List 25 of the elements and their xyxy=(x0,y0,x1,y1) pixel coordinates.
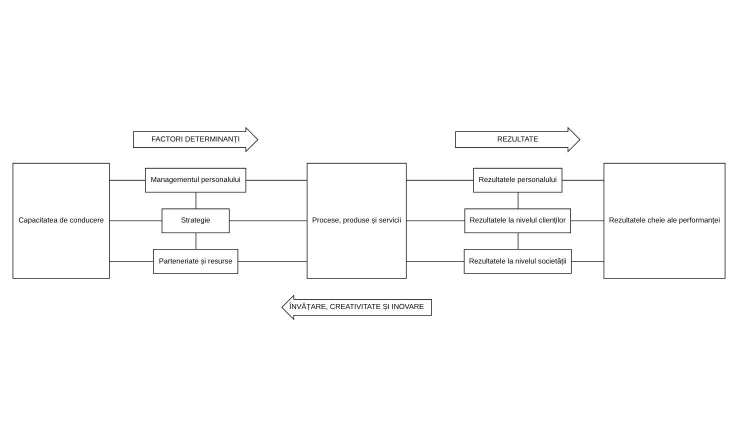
connector xyxy=(195,192,196,208)
connector xyxy=(406,260,464,262)
node-box: Strategie xyxy=(161,208,230,233)
node-box: Managementul personalului xyxy=(144,167,246,192)
connector xyxy=(237,260,307,262)
node-box: Parteneriate și resurse xyxy=(152,248,238,274)
node-box: Rezultatele personalului xyxy=(472,167,562,192)
node-box: Rezultatele la nivelul clienților xyxy=(464,208,570,233)
connector xyxy=(570,260,604,262)
node-box: Capacitatea de conducere xyxy=(12,162,110,278)
connector xyxy=(108,260,154,262)
connector xyxy=(517,232,518,250)
connector xyxy=(108,220,162,221)
node-box: Procese, produse și servicii xyxy=(306,162,406,278)
connector xyxy=(570,220,604,221)
connector xyxy=(108,179,146,180)
connector xyxy=(406,179,474,180)
connector xyxy=(245,179,307,180)
node-box: Rezultatele cheie ale performanței xyxy=(603,162,725,278)
node-box: Rezultatele la nivelul societății xyxy=(463,248,572,274)
connector xyxy=(228,220,307,221)
connector xyxy=(406,220,464,221)
connector xyxy=(195,232,196,250)
connector xyxy=(561,179,604,180)
connector xyxy=(517,192,518,208)
